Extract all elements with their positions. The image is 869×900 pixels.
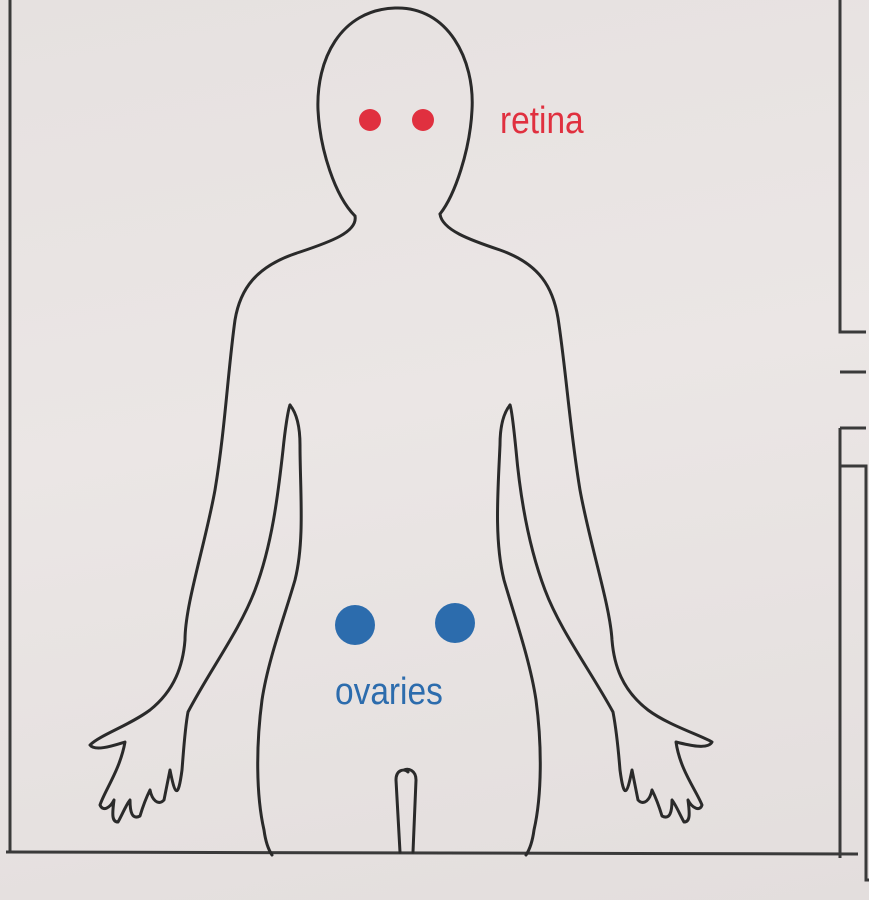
right-torso-outline bbox=[496, 403, 542, 857]
blue-dot-icon bbox=[435, 603, 475, 643]
frame-right-line bbox=[838, 0, 869, 882]
inner-legs-outline bbox=[394, 767, 418, 854]
retina-label: retina bbox=[500, 100, 584, 142]
ovary-markers bbox=[335, 603, 475, 645]
head-outline bbox=[316, 6, 474, 218]
red-dot-icon bbox=[412, 109, 434, 131]
left-arm-outline bbox=[88, 214, 357, 824]
red-dot-icon bbox=[359, 109, 381, 131]
human-body-outline-icon bbox=[88, 6, 714, 857]
ovaries-label: ovaries bbox=[335, 671, 443, 713]
blue-dot-icon bbox=[335, 605, 375, 645]
retina-markers bbox=[359, 109, 434, 131]
left-torso-outline bbox=[256, 403, 303, 857]
frame bbox=[5, 0, 869, 882]
frame-bottom-line bbox=[5, 850, 859, 856]
right-arm-outline bbox=[438, 212, 714, 824]
